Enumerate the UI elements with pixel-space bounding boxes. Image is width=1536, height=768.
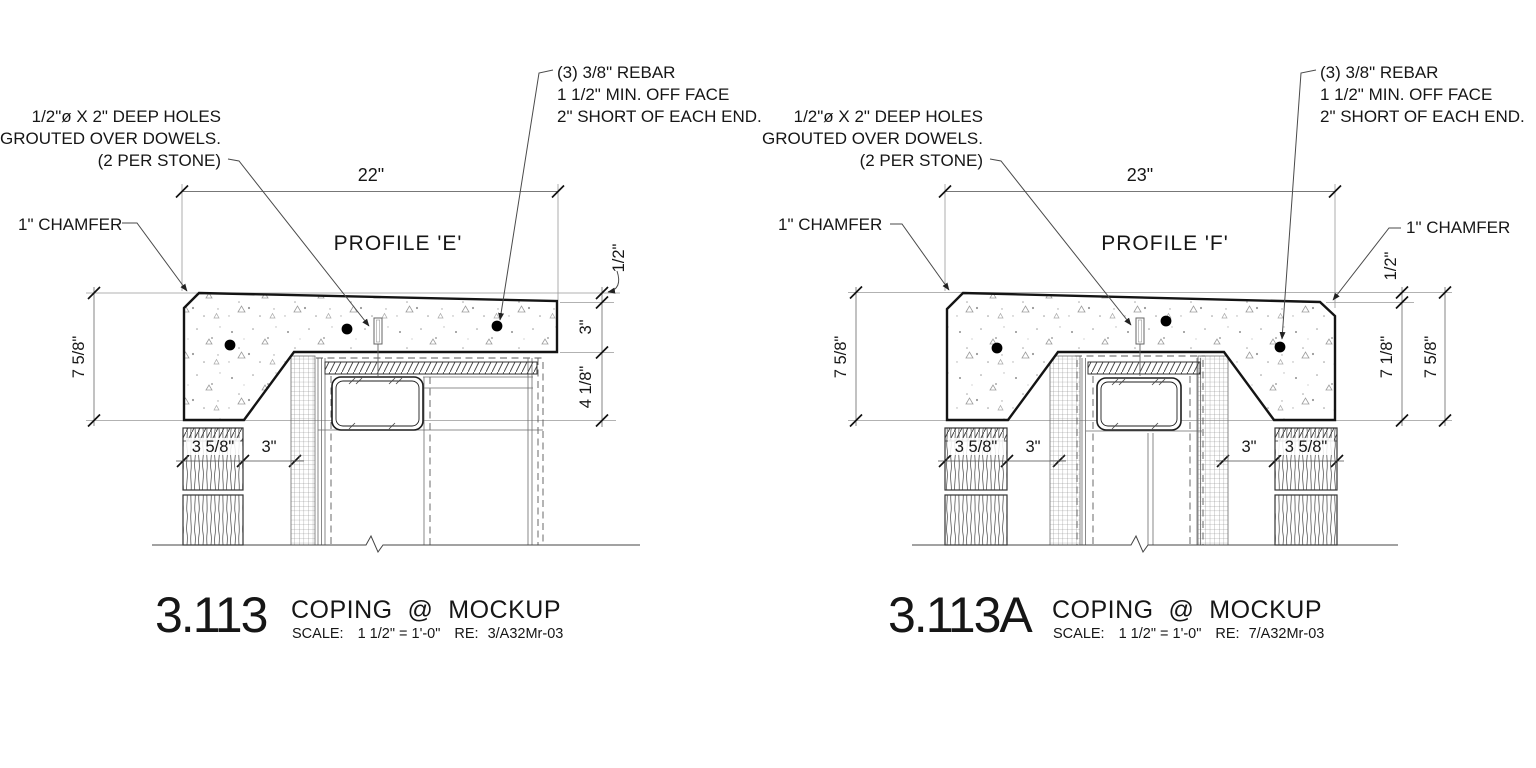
wood-dim-label: 3 5/8" bbox=[1285, 438, 1328, 456]
rebar-dot bbox=[1160, 315, 1172, 327]
detail-number: 3.113 bbox=[155, 587, 267, 643]
stud-lines bbox=[1075, 355, 1205, 545]
break-line bbox=[912, 534, 1398, 554]
detail-title: COPING @ MOCKUP bbox=[1052, 596, 1322, 624]
rebar-note-line: 1 1/2" MIN. OFF FACE bbox=[557, 85, 729, 104]
plywood-blocking bbox=[324, 361, 538, 375]
chamfer-label: 1" CHAMFER bbox=[778, 215, 882, 234]
backdrop-dim-label: 4 1/8" bbox=[577, 366, 595, 409]
detail-title: COPING @ MOCKUP bbox=[291, 596, 561, 624]
gap-dim-label: 3" bbox=[261, 438, 276, 456]
wood-dim-label: 3 5/8" bbox=[192, 438, 235, 456]
holes-note-line: (2 PER STONE) bbox=[98, 151, 221, 170]
height-dim-label: 7 5/8" bbox=[832, 336, 850, 379]
wood-dim-label: 3 5/8" bbox=[955, 438, 998, 456]
cmu-column bbox=[1197, 355, 1229, 546]
wall-assembly bbox=[152, 355, 640, 554]
profile-label: PROFILE 'E' bbox=[334, 232, 463, 255]
rebar-note-line: (3) 3/8" REBAR bbox=[557, 63, 675, 82]
gap-dim-label: 3" bbox=[1241, 438, 1256, 456]
rebar-dot bbox=[991, 342, 1003, 354]
leader-lines bbox=[122, 69, 620, 327]
thickness-dim-label: 3" bbox=[577, 319, 595, 334]
holes-note-line: GROUTED OVER DOWELS. bbox=[762, 129, 983, 148]
chamfer-label: 1" CHAMFER bbox=[1406, 218, 1510, 237]
rebar-note-line: 1 1/2" MIN. OFF FACE bbox=[1320, 85, 1492, 104]
holes-note-line: 1/2"ø X 2" DEEP HOLES bbox=[794, 107, 983, 126]
wood-blocks bbox=[944, 427, 1338, 546]
break-line bbox=[152, 534, 640, 554]
detail-number: 3.113A bbox=[888, 587, 1033, 643]
plywood-blocking bbox=[1087, 361, 1201, 375]
rebar-note-line: (3) 3/8" REBAR bbox=[1320, 63, 1438, 82]
wood-block bbox=[182, 494, 244, 546]
width-dim-label: 22" bbox=[358, 165, 384, 185]
rebar-dots bbox=[991, 315, 1286, 354]
wood-block bbox=[1274, 494, 1338, 546]
profile-label: PROFILE 'F' bbox=[1101, 232, 1229, 255]
steel-tube bbox=[1096, 377, 1182, 431]
holes-note-line: GROUTED OVER DOWELS. bbox=[0, 129, 221, 148]
leader-lines bbox=[890, 69, 1401, 340]
chamfer-label: 1" CHAMFER bbox=[18, 215, 122, 234]
slope-dim-label: 1/2" bbox=[1382, 251, 1400, 280]
inner-height-dim-label: 7 1/8" bbox=[1378, 336, 1396, 379]
gap-dim-label: 3" bbox=[1025, 438, 1040, 456]
holes-note-line: (2 PER STONE) bbox=[860, 151, 983, 170]
rebar-dots bbox=[224, 320, 503, 351]
slope-dim-label: 1/2" bbox=[610, 243, 628, 272]
height-dim-label: 7 5/8" bbox=[1422, 336, 1440, 379]
rebar-dot bbox=[224, 339, 236, 351]
rebar-note-line: 2" SHORT OF EACH END. bbox=[557, 107, 762, 126]
rebar-note-line: 2" SHORT OF EACH END. bbox=[1320, 107, 1525, 126]
holes-note-line: 1/2"ø X 2" DEEP HOLES bbox=[32, 107, 221, 126]
dowel bbox=[373, 317, 383, 376]
width-dim-label: 23" bbox=[1127, 165, 1153, 185]
dowel bbox=[1135, 317, 1145, 376]
wood-block bbox=[944, 494, 1008, 546]
height-dim-label: 7 5/8" bbox=[70, 336, 88, 379]
rebar-dot bbox=[341, 323, 353, 335]
cmu-column bbox=[290, 355, 316, 546]
rebar-dot bbox=[1274, 341, 1286, 353]
cmu-column bbox=[1049, 355, 1081, 546]
wood-blocks bbox=[182, 427, 244, 546]
title-block: 3.113 COPING @ MOCKUP SCALE:1 1/2" = 1'-… bbox=[155, 587, 563, 643]
steel-tube bbox=[331, 376, 424, 431]
coping-stone bbox=[182, 291, 559, 422]
detail-view-3113: 1/2"ø X 2" DEEP HOLES GROUTED OVER DOWEL… bbox=[0, 63, 762, 643]
detail-scale: SCALE:1 1/2" = 1'-0"RE:3/A32Mr-03 bbox=[292, 626, 563, 642]
coping-stone bbox=[945, 291, 1337, 422]
detail-scale: SCALE:1 1/2" = 1'-0"RE:7/A32Mr-03 bbox=[1053, 626, 1324, 642]
rebar-dot bbox=[491, 320, 503, 332]
wall-assembly bbox=[912, 355, 1398, 554]
detail-view-3113a: 1/2"ø X 2" DEEP HOLES GROUTED OVER DOWEL… bbox=[762, 63, 1525, 643]
title-block: 3.113A COPING @ MOCKUP SCALE:1 1/2" = 1'… bbox=[888, 587, 1324, 643]
